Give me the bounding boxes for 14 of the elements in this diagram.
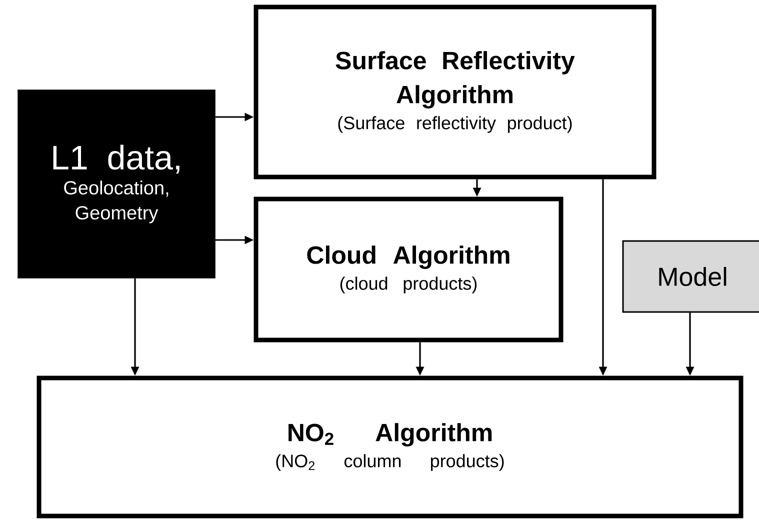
process-box xyxy=(254,196,564,342)
node-subtitle: (NO$_{2}$ column products) xyxy=(276,454,504,471)
process-box xyxy=(254,4,656,180)
node-title: NO$_{2}$ Algorithm xyxy=(288,423,492,446)
node-subtitle: Geolocation, Geometry xyxy=(64,180,168,224)
node-title: Cloud Algorithm xyxy=(307,246,510,269)
node-title: L1 data, xyxy=(53,144,180,174)
node-subtitle: (Surface reflectivity product) xyxy=(338,116,572,133)
source-box xyxy=(18,90,216,278)
node-title: Model xyxy=(659,266,726,286)
node-title: Surface Reflectivity Algorithm xyxy=(336,51,575,108)
process-box xyxy=(36,376,744,518)
model-box xyxy=(622,240,759,313)
node-subtitle: (cloud products) xyxy=(340,276,477,294)
